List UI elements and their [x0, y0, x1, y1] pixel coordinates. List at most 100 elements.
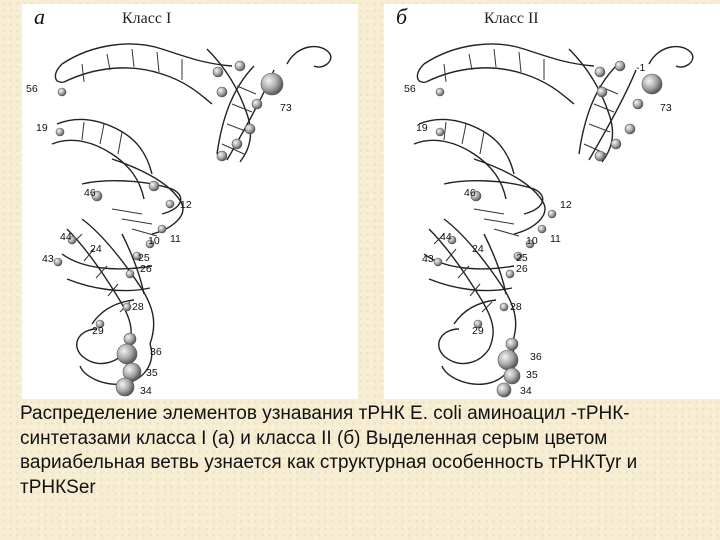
strand-16 — [453, 299, 497, 325]
label-19: 19 — [416, 122, 428, 134]
rung-6 — [131, 48, 135, 68]
strand-9 — [111, 158, 184, 235]
recognition-elements — [433, 60, 663, 398]
label-46: 46 — [464, 187, 476, 199]
rung-3 — [236, 85, 257, 95]
label-12: 12 — [180, 199, 192, 211]
strand-5 — [416, 63, 427, 83]
strand-7 — [413, 139, 507, 200]
rung-4 — [443, 63, 447, 83]
recognition-ball-12 — [537, 224, 547, 234]
rung-6 — [493, 48, 497, 68]
recognition-ball-2 — [212, 66, 224, 78]
recognition-ball-1 — [234, 60, 246, 72]
strand-14 — [79, 343, 153, 385]
rung-18 — [483, 218, 515, 225]
label-28: 28 — [510, 301, 522, 313]
recognition-ball-18 — [95, 319, 105, 329]
recognition-ball-4 — [632, 98, 644, 110]
label-24: 24 — [472, 243, 484, 255]
panel-class-2: 56 19 46 44 43 24 12 10 11 25 26 28 29 3… — [384, 4, 720, 399]
recognition-ball-18 — [505, 337, 519, 351]
label-36: 36 — [150, 346, 162, 358]
label-26: 26 — [516, 263, 528, 275]
recognition-ball-22 — [115, 377, 135, 397]
nucleotide-labels: 56 19 46 44 43 24 12 10 11 25 26 28 29 3… — [26, 83, 292, 397]
label-25: 25 — [516, 252, 528, 264]
rung-10 — [461, 123, 467, 145]
panel-class-1: 56 19 46 44 43 24 12 10 11 25 26 28 29 3… — [22, 4, 358, 399]
label-46: 46 — [84, 187, 96, 199]
label-12: 12 — [560, 199, 572, 211]
strand-15 — [61, 253, 153, 292]
rung-1 — [588, 123, 611, 133]
rung-2 — [231, 103, 253, 113]
rung-13 — [83, 248, 95, 262]
recognition-ball-3 — [216, 86, 228, 98]
label-10: 10 — [526, 235, 538, 247]
trna-diagram-class-1: 56 19 46 44 43 24 12 10 11 25 26 28 29 3… — [26, 43, 332, 397]
nucleotide-labels: 56 19 46 44 43 24 12 10 11 25 26 28 29 3… — [404, 62, 672, 397]
strand-3 — [423, 43, 595, 67]
recognition-ball-16 — [125, 269, 135, 279]
label-28: 28 — [132, 301, 144, 313]
recognition-elements — [53, 60, 284, 397]
panel-letter: б — [396, 4, 408, 29]
rung-15 — [107, 283, 119, 297]
panel-title: Класс I — [122, 10, 172, 27]
figure-caption: Распределение элементов узнавания тРНК E… — [20, 403, 638, 498]
rung-1 — [226, 123, 249, 133]
recognition-ball-0 — [260, 72, 284, 96]
rung-18 — [121, 218, 153, 225]
strand-5 — [54, 63, 65, 83]
label-10: 10 — [148, 235, 160, 247]
label-minus-1: -1 — [636, 62, 645, 74]
recognition-ball-8 — [435, 87, 445, 97]
rung-19 — [131, 228, 158, 237]
label-35: 35 — [526, 369, 538, 381]
label-34: 34 — [140, 385, 152, 397]
recognition-ball-10 — [91, 190, 103, 202]
rung-12 — [433, 233, 445, 245]
strand-13 — [76, 328, 128, 365]
strand-15 — [423, 253, 515, 292]
label-11: 11 — [550, 233, 561, 245]
strand-1 — [568, 48, 614, 163]
recognition-ball-24 — [67, 235, 77, 245]
label-35: 35 — [146, 367, 158, 379]
rung-10 — [99, 123, 105, 145]
rung-9 — [443, 121, 447, 141]
recognition-ball-19 — [497, 349, 519, 371]
label-73: 73 — [280, 102, 292, 114]
label-26: 26 — [140, 263, 152, 275]
recognition-ball-22 — [433, 257, 443, 267]
label-19: 19 — [36, 122, 48, 134]
strand-8 — [81, 180, 182, 215]
label-29: 29 — [92, 325, 104, 337]
strand-3 — [61, 43, 233, 67]
recognition-ball-16 — [499, 302, 509, 312]
base-pair-rungs — [433, 48, 619, 313]
recognition-ball-6 — [610, 138, 622, 150]
strand-13 — [438, 328, 490, 365]
recognition-ball-9 — [435, 127, 445, 137]
rung-19 — [493, 228, 520, 237]
label-56: 56 — [26, 83, 38, 95]
strand-2 — [286, 45, 332, 68]
label-43: 43 — [422, 253, 434, 265]
strand-1 — [206, 48, 252, 163]
recognition-ball-10 — [470, 190, 482, 202]
panel-title: Класс II — [484, 10, 539, 27]
label-44: 44 — [60, 231, 72, 243]
rung-17 — [473, 208, 505, 215]
recognition-ball-5 — [244, 123, 256, 135]
label-73: 73 — [660, 102, 672, 114]
recognition-ball-17 — [473, 319, 483, 329]
rung-2 — [593, 103, 615, 113]
recognition-ball-0 — [641, 73, 663, 95]
trna-diagram-class-2: 56 19 46 44 43 24 12 10 11 25 26 28 29 3… — [404, 43, 694, 398]
rung-14 — [95, 265, 108, 279]
strand-4 — [63, 67, 213, 105]
recognition-ball-15 — [132, 251, 142, 261]
recognition-ball-23 — [53, 257, 63, 267]
